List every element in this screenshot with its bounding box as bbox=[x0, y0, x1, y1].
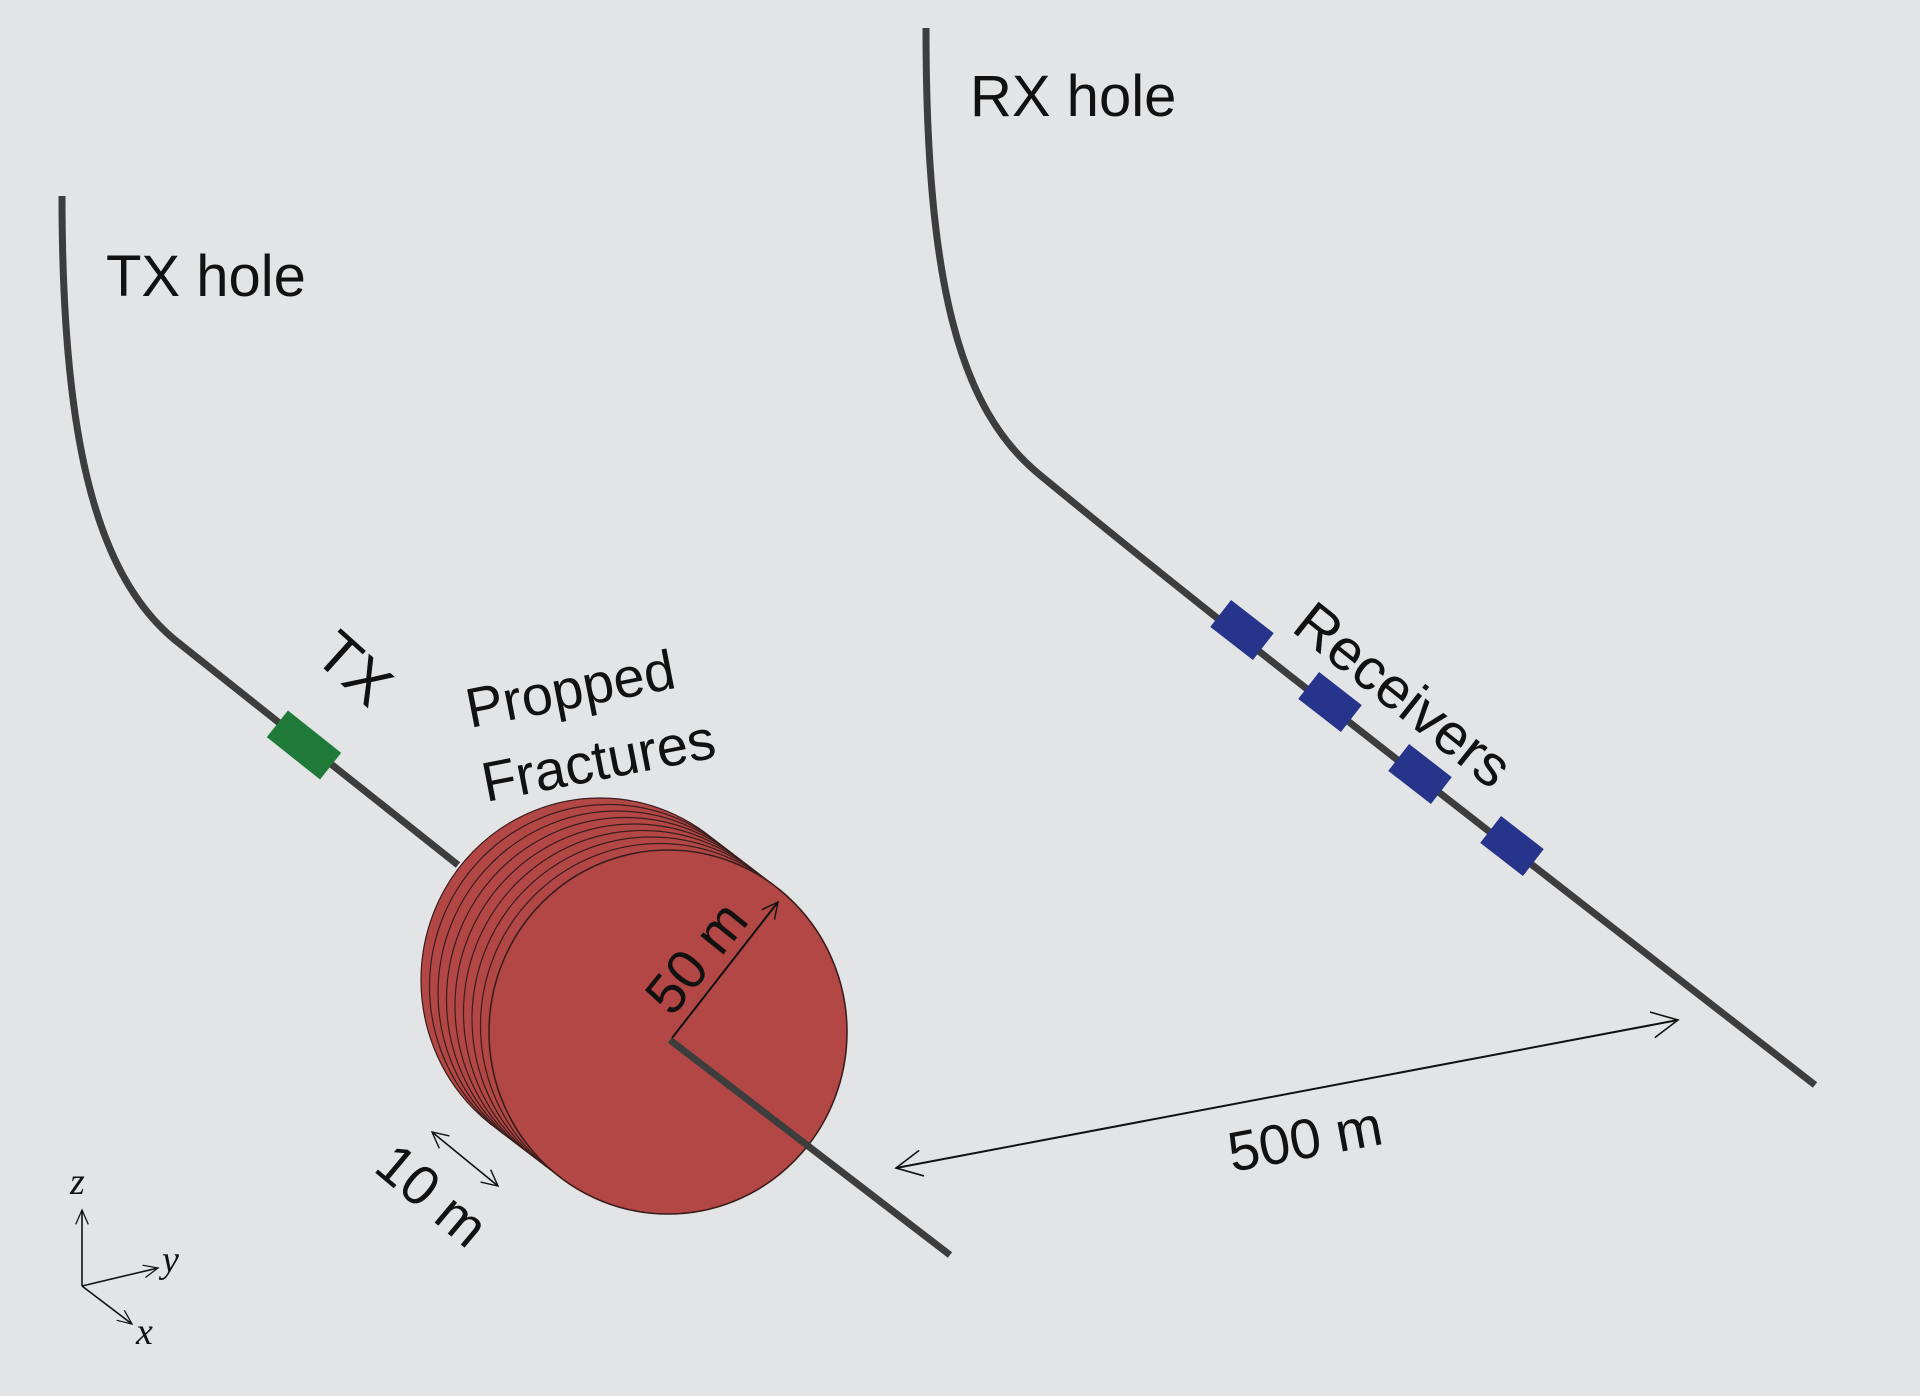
x-axis-label: x bbox=[135, 1311, 153, 1353]
y-axis-label: y bbox=[158, 1239, 179, 1281]
receiver-marker bbox=[1210, 600, 1274, 660]
tx-label: TX bbox=[303, 618, 405, 719]
z-axis-label: z bbox=[69, 1161, 85, 1203]
y-axis bbox=[81, 1264, 160, 1287]
fracture-disc bbox=[488, 849, 848, 1215]
transmitter-marker bbox=[266, 710, 342, 780]
rx-hole-label: RX hole bbox=[970, 64, 1176, 129]
radius-arrow bbox=[671, 900, 779, 1039]
receiver-marker bbox=[1480, 816, 1544, 876]
tx-well-lower bbox=[667, 1037, 953, 1258]
receivers-group bbox=[1210, 600, 1544, 876]
separation-arrow bbox=[894, 1011, 1680, 1177]
separation-label: 500 m bbox=[1223, 1093, 1388, 1183]
tx-well-upper bbox=[58, 195, 461, 868]
rx-well bbox=[922, 27, 1818, 1088]
tx-hole-label: TX hole bbox=[106, 244, 306, 309]
axes-triad: z y x bbox=[69, 1161, 179, 1353]
spacing-label: 10 m bbox=[364, 1131, 500, 1259]
spacing-arrow bbox=[430, 1131, 500, 1187]
receiver-marker bbox=[1298, 672, 1362, 732]
propped-fractures bbox=[420, 797, 848, 1215]
receiver-marker bbox=[1388, 744, 1452, 804]
x-axis bbox=[81, 1285, 134, 1325]
